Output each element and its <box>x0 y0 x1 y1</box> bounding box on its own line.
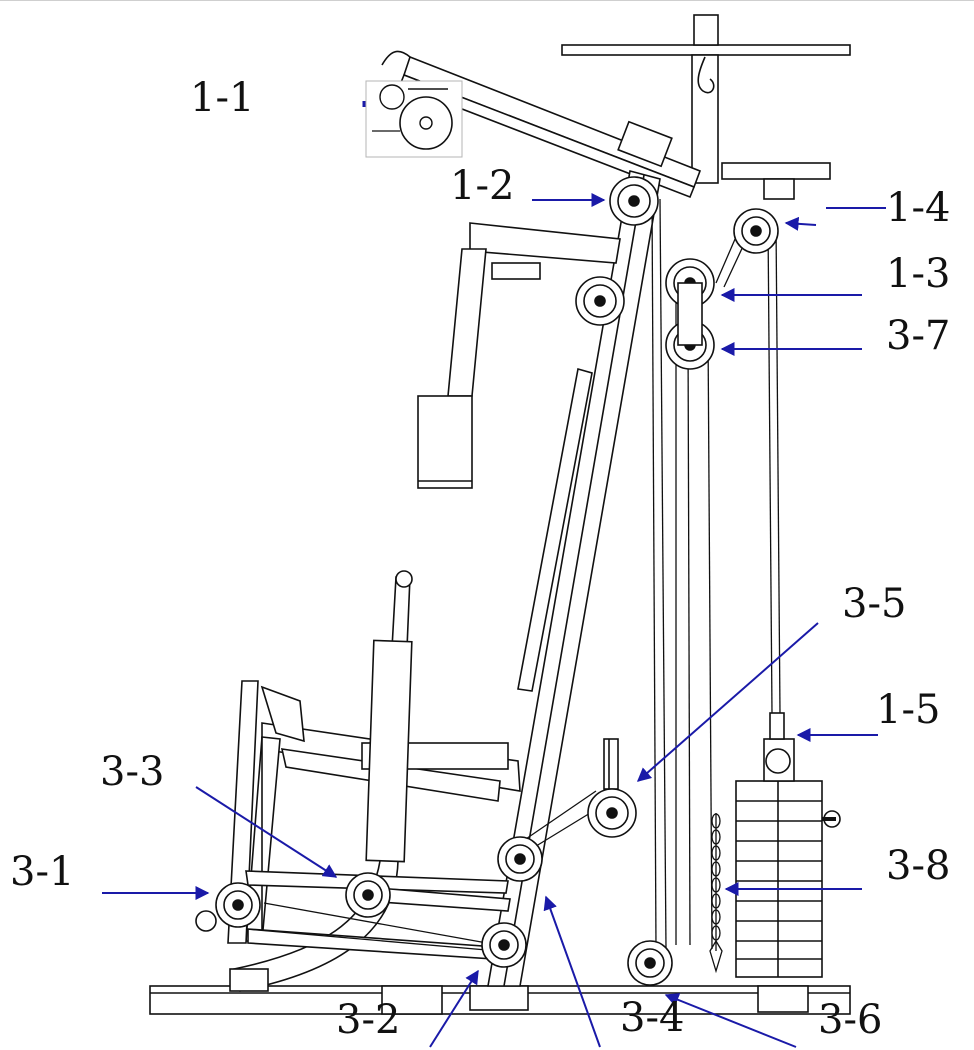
pulley-3-5 <box>587 788 637 838</box>
back-support <box>517 367 593 692</box>
pulley-3-4 <box>627 940 673 986</box>
pulley-mid-arm <box>575 276 625 326</box>
label-3-4: 3-4 <box>620 995 684 1041</box>
top-plate <box>561 44 851 56</box>
label-3-7: 3-7 <box>886 313 950 359</box>
base-foot-mid <box>381 985 443 1015</box>
arrow-3-2 <box>429 969 479 1048</box>
callout-arrows <box>102 193 886 1048</box>
arrow-3-6 <box>664 993 797 1048</box>
frame-structure <box>149 14 851 1015</box>
detail-inset-1-1 <box>362 80 463 158</box>
lever-foot-pad <box>229 968 269 992</box>
cables <box>245 198 781 974</box>
pulley-3-1 <box>215 882 261 928</box>
label-1-3: 1-3 <box>886 251 950 297</box>
arrow-3-5 <box>636 622 819 782</box>
label-3-8: 3-8 <box>886 843 950 889</box>
pulley-column-upper <box>497 836 543 882</box>
label-3-3: 3-3 <box>100 749 164 795</box>
label-3-1: 3-1 <box>10 849 74 895</box>
label-1-2: 1-2 <box>450 163 514 209</box>
top-hook <box>697 56 715 94</box>
arrow-3-3 <box>195 786 338 878</box>
base-foot-right <box>757 985 809 1013</box>
upper-pad-arm <box>469 222 621 264</box>
label-1-5: 1-5 <box>876 687 940 733</box>
pulley-1-2 <box>609 176 659 226</box>
pulley-1-4 <box>733 208 779 254</box>
label-1-1: 1-1 <box>190 75 254 121</box>
weight-stack <box>735 712 841 978</box>
pulley-column-lower <box>481 922 527 968</box>
label-3-6: 3-6 <box>818 997 882 1043</box>
pulleys <box>195 176 791 986</box>
pulley-seat <box>345 872 391 918</box>
base-foot-left <box>469 985 529 1011</box>
pulley-3-6 <box>765 748 791 774</box>
upper-pad <box>417 395 473 489</box>
part-labels: 1-1 1-2 1-4 1-3 3-7 3-5 1-5 3-3 3-8 3-1 … <box>10 75 950 1043</box>
upper-post <box>691 54 719 184</box>
label-3-5: 3-5 <box>842 581 906 627</box>
label-3-2: 3-2 <box>336 997 400 1043</box>
arrow-3-4 <box>543 895 601 1048</box>
label-1-4: 1-4 <box>886 185 950 231</box>
